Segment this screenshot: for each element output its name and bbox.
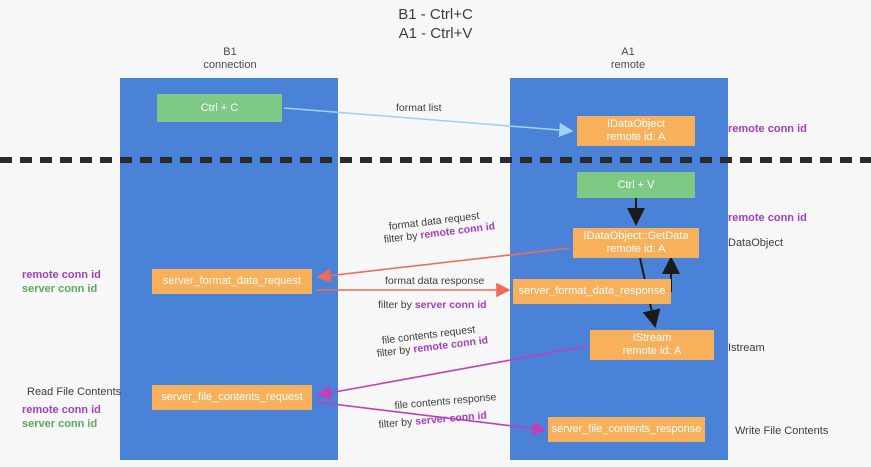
node-idataobject[interactable]: IDataObject remote id: A <box>577 116 695 146</box>
page-title: B1 - Ctrl+C A1 - Ctrl+V <box>0 5 871 43</box>
node-getdata-line1: IDataObject::GetData <box>583 230 689 242</box>
node-istream[interactable]: IStream remote id: A <box>590 330 714 360</box>
side-label-left-server-conn-id-2: server conn id <box>22 418 98 430</box>
node-server-file-contents-request[interactable]: server_file_contents_request <box>152 385 312 410</box>
title-line-1: B1 - Ctrl+C <box>398 6 473 23</box>
node-server-format-data-request-label: server_format_data_request <box>162 275 302 287</box>
node-ctrl-c[interactable]: Ctrl + C <box>157 94 282 122</box>
side-label-write-file-contents: Write File Contents <box>735 425 829 437</box>
edge-label-format-data-response: format data response <box>385 275 485 287</box>
side-label-left-remote-conn-id-1: remote conn id <box>22 269 101 281</box>
node-server-format-data-response-label: server_format_data_response <box>518 285 666 297</box>
side-label-dataobject: DataObject <box>728 237 784 249</box>
column-header-a1: A1 remote <box>548 46 708 72</box>
edge-file-contents-response <box>315 401 547 436</box>
node-server-format-data-request[interactable]: server_format_data_request <box>152 269 312 294</box>
node-server-file-contents-request-label: server_file_contents_request <box>161 391 303 403</box>
node-server-file-contents-response-label: server_file_contents_response <box>551 423 702 435</box>
title-line-2: A1 - Ctrl+V <box>398 25 473 42</box>
node-server-file-contents-response[interactable]: server_file_contents_response <box>548 417 705 442</box>
side-label-left-remote-conn-id-2: remote conn id <box>22 404 101 416</box>
filter-prefix-4: filter by <box>378 415 416 431</box>
node-istream-line2: remote id: A <box>622 345 682 357</box>
edge-format-list <box>283 107 574 138</box>
column-header-a1-name: A1 <box>621 46 635 58</box>
node-istream-line1: IStream <box>632 332 672 344</box>
node-ctrl-v-label: Ctrl + V <box>617 178 655 191</box>
column-header-a1-role: remote <box>610 59 646 71</box>
edge-label-format-data-response-filter: filter by server conn id <box>378 298 487 312</box>
side-label-remote-conn-id-top: remote conn id <box>728 123 807 135</box>
edge-format-data-request <box>316 247 571 283</box>
node-ctrl-v[interactable]: Ctrl + V <box>577 172 695 198</box>
node-server-format-data-response[interactable]: server_format_data_response <box>513 279 671 304</box>
side-label-left-server-conn-id-1: server conn id <box>22 283 98 295</box>
edge-label-format-list: format list <box>396 102 442 114</box>
column-header-b1: B1 connection <box>150 46 310 72</box>
side-label-remote-conn-id-mid: remote conn id <box>728 212 807 224</box>
side-label-left-conn-ids-bottom: remote conn id server conn id <box>22 403 101 431</box>
filter-prefix-2: filter by <box>378 299 415 311</box>
side-label-istream: Istream <box>728 342 765 354</box>
node-idataobject-getdata[interactable]: IDataObject::GetData remote id: A <box>573 228 699 258</box>
node-idataobject-line1: IDataObject <box>606 118 666 130</box>
node-getdata-line2: remote id: A <box>606 243 666 255</box>
side-label-read-file-contents: Read File Contents <box>27 386 122 398</box>
node-ctrl-c-label: Ctrl + C <box>200 101 239 114</box>
filter-key-server-conn-id-1: server conn id <box>414 299 487 311</box>
column-header-b1-name: B1 <box>223 46 237 58</box>
node-idataobject-line2: remote id: A <box>606 131 666 143</box>
side-label-left-conn-ids-top: remote conn id server conn id <box>22 268 101 296</box>
column-header-b1-role: connection <box>203 59 257 71</box>
edge-file-contents-request <box>316 345 589 400</box>
